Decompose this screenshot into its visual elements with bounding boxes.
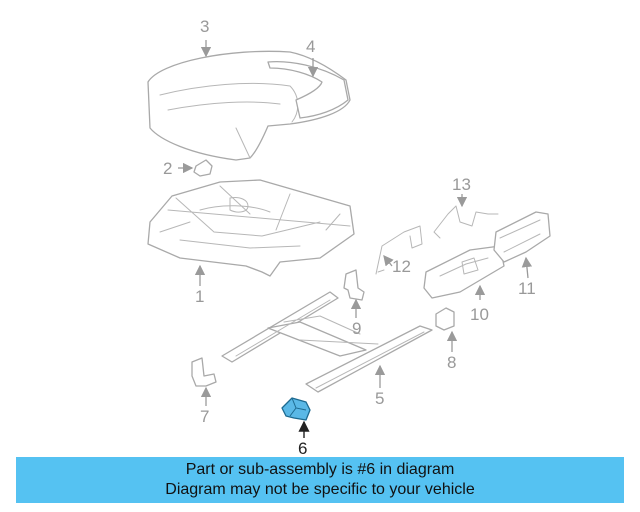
callout-12: 12 (392, 257, 411, 276)
switch-wire-part[interactable] (433, 205, 499, 239)
highlighted-part-6[interactable] (281, 397, 311, 421)
side-shield-part[interactable] (493, 211, 551, 263)
callout-2: 2 (163, 159, 172, 178)
banner-line-part-number: Part or sub-assembly is #6 in diagram (185, 461, 455, 478)
callout-3: 3 (200, 17, 209, 36)
callout-7: 7 (200, 407, 209, 426)
callout-11: 11 (518, 279, 536, 298)
callout-13: 13 (452, 175, 471, 194)
callout-6: 6 (298, 439, 307, 455)
cushion-cover-part[interactable] (267, 60, 349, 119)
bracket-right-part[interactable] (435, 307, 455, 331)
banner-line-disclaimer: Diagram may not be specific to your vehi… (165, 481, 475, 498)
leader-11 (521, 256, 533, 279)
wire-harness-part[interactable] (375, 225, 423, 275)
seat-track-part[interactable] (221, 291, 433, 393)
info-banner: Part or sub-assembly is #6 in diagram Di… (16, 457, 624, 503)
parts-diagram: 3 4 2 1 9 8 7 5 6 12 13 10 11 (147, 17, 551, 455)
callout-1: 1 (195, 287, 204, 306)
callout-4: 4 (306, 37, 315, 56)
switch-bezel-part[interactable] (423, 245, 505, 299)
callout-5: 5 (375, 389, 384, 408)
seat-frame-part[interactable] (147, 179, 355, 277)
callout-9: 9 (352, 319, 361, 338)
callout-10: 10 (470, 305, 489, 324)
bracket-upper-part[interactable] (343, 269, 365, 301)
callout-8: 8 (447, 353, 456, 372)
bracket-left-part[interactable] (191, 357, 217, 387)
clip-part[interactable] (193, 159, 213, 177)
leader-12 (383, 254, 394, 267)
